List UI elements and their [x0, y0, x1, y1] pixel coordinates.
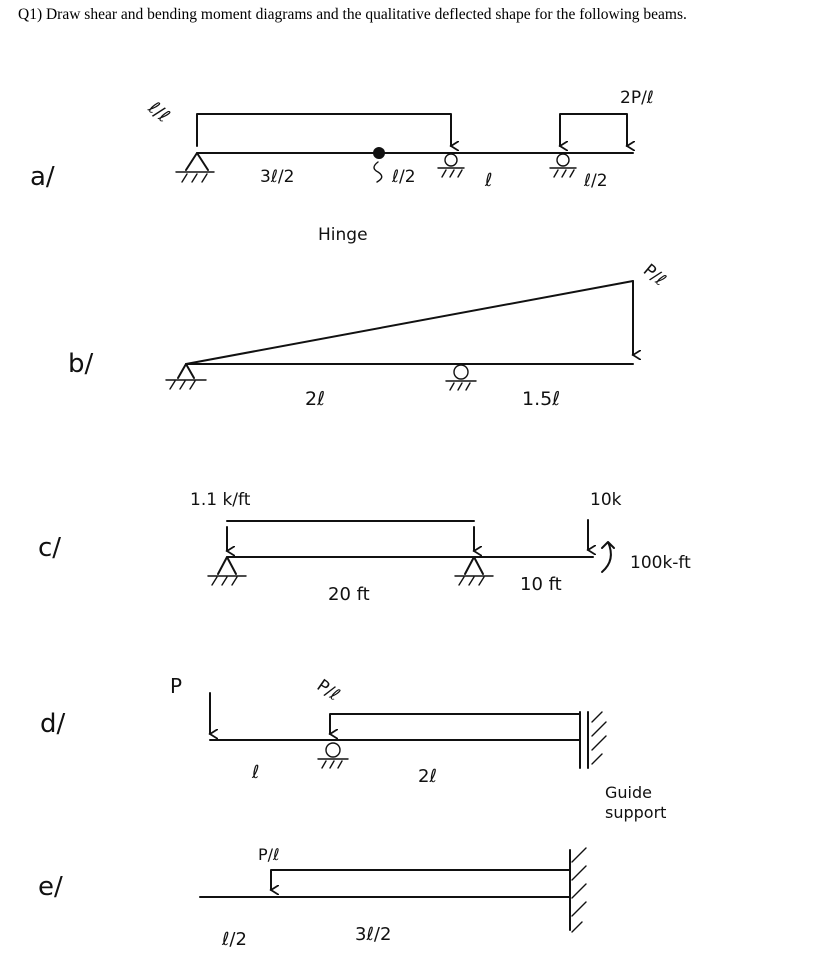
beam-c-point-load-label: 10k: [590, 490, 622, 510]
beam-e: e/ P/ℓ ℓ/2 3ℓ/2: [38, 845, 587, 950]
beam-c-pin-support-1: [207, 556, 247, 586]
beam-a-label: a/: [30, 162, 55, 192]
beam-c: c/ 1.1 k/ft 10k 100k-ft 20 ft 10 ft: [38, 490, 691, 605]
beam-a: a/ ℓ/ℓ 2P/ℓ Hinge: [30, 88, 654, 245]
beam-d: d/ P P/ℓ Guide support ℓ 2ℓ: [40, 674, 666, 822]
beam-d-point-load-label: P: [170, 674, 182, 698]
beam-c-pin-support-2: [454, 556, 494, 586]
beam-d-support-label-2: support: [605, 803, 666, 822]
beam-b-load-label: P/ℓ: [639, 260, 669, 290]
beam-b-triangular-load: [185, 280, 634, 365]
beam-a-span-1: 3ℓ/2: [260, 167, 294, 187]
beam-d-label: d/: [40, 709, 66, 739]
beam-b-pin-support: [165, 363, 207, 390]
beam-b-span-1: 2ℓ: [305, 388, 325, 410]
beam-c-span-2: 10 ft: [520, 574, 562, 595]
beam-d-dist-load-label: P/ℓ: [313, 676, 343, 706]
beam-d-span-2: 2ℓ: [418, 766, 437, 787]
beam-e-span-2: 3ℓ/2: [355, 924, 391, 945]
problem-title: Q1) Draw shear and bending moment diagra…: [18, 6, 687, 23]
beam-a-pin-support: [175, 152, 215, 183]
beam-a-span-2: ℓ/2: [391, 167, 416, 187]
beam-d-guide-support: [579, 711, 607, 769]
beam-a-roller-support-2: [549, 153, 577, 178]
beam-a-hinge-pointer: [373, 161, 383, 183]
beam-d-distributed-load: [329, 713, 581, 735]
beam-e-distributed-load: [270, 869, 571, 890]
beam-c-span-1: 20 ft: [328, 584, 370, 605]
beam-c-moment-arrow: [601, 541, 615, 573]
beam-b: b/ P/ℓ 2ℓ 1.5ℓ: [68, 260, 669, 410]
beam-a-span-3: ℓ: [484, 170, 492, 191]
beam-a-span-4: ℓ/2: [583, 171, 608, 191]
beam-a-distributed-load: [196, 113, 452, 147]
beam-a-left-load-label: ℓ/ℓ: [143, 97, 173, 127]
beam-b-roller-support: [445, 364, 477, 391]
beam-a-right-load-label: 2P/ℓ: [620, 88, 654, 108]
beam-d-span-1: ℓ: [251, 762, 259, 783]
beam-b-label: b/: [68, 349, 94, 379]
beam-b-span-2: 1.5ℓ: [522, 388, 560, 410]
beam-d-support-label-1: Guide: [605, 783, 652, 802]
beam-e-label: e/: [38, 872, 63, 902]
beam-a-hinge-label: Hinge: [318, 225, 368, 245]
beam-c-label: c/: [38, 533, 61, 563]
beam-a-right-distributed-load: [559, 113, 628, 147]
beam-c-moment-label: 100k-ft: [630, 553, 691, 573]
beam-e-dist-load-label: P/ℓ: [258, 845, 280, 864]
beam-e-fixed-support: [569, 847, 587, 933]
beam-a-hinge: [373, 147, 385, 159]
beam-e-span-1: ℓ/2: [221, 929, 247, 950]
beam-d-roller-support: [317, 742, 349, 769]
beam-c-dist-load-label: 1.1 k/ft: [190, 490, 251, 510]
beam-a-roller-support-1: [437, 153, 465, 178]
